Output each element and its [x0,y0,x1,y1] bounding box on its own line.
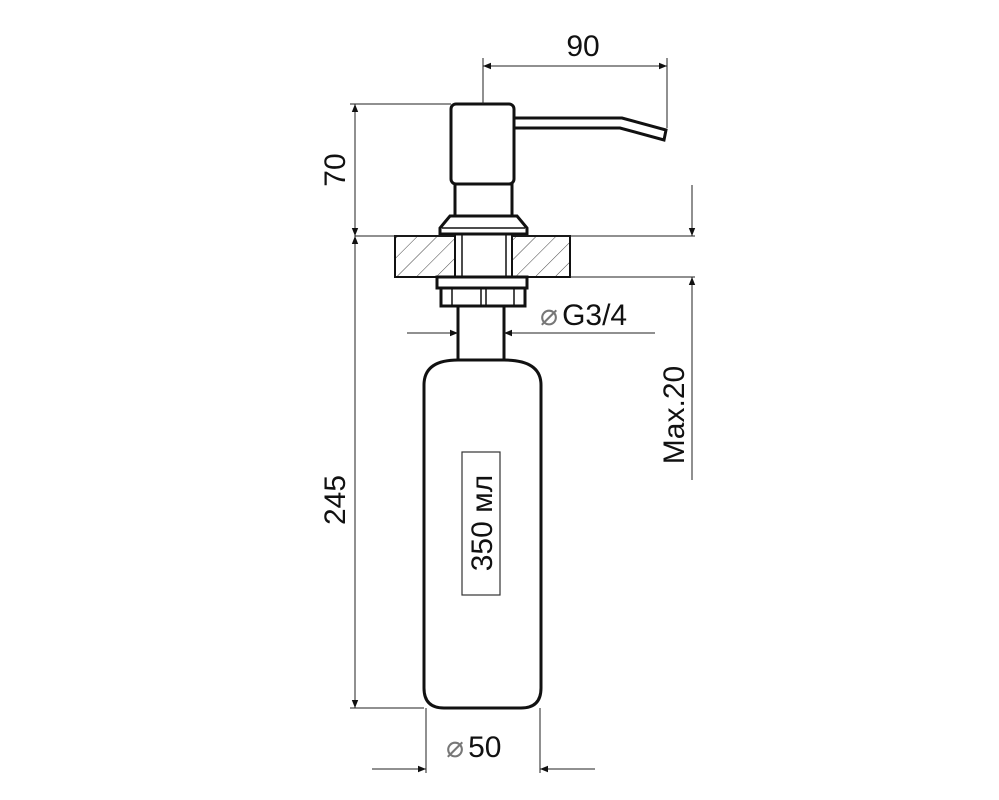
dim-spout-reach: 90 [482,30,668,128]
max-20-label: Max.20 [658,366,691,464]
dim-pump-height: 70 [319,103,451,236]
dim-90-label: 90 [566,30,599,63]
thread-label: ⌀G3/4 [540,299,627,332]
mounting-nut [435,275,529,308]
volume-label-box [461,451,501,596]
dim-70-label: 70 [319,153,352,186]
bottle-volume-label: 350 мл [466,475,499,572]
diameter-50-label: ⌀50 [446,731,501,764]
dim-bottle-height: 245 [319,236,424,709]
countertop-section [355,235,695,278]
dim-245-label: 245 [319,475,352,525]
pump-head [438,102,668,236]
bottle: 350 мл [422,304,543,710]
dim-thread: ⌀G3/4 [407,299,655,337]
dim-bottle-diameter: ⌀50 [372,708,595,773]
dim-max-countertop: Max.20 [658,185,696,480]
mounting-shank [454,233,513,278]
